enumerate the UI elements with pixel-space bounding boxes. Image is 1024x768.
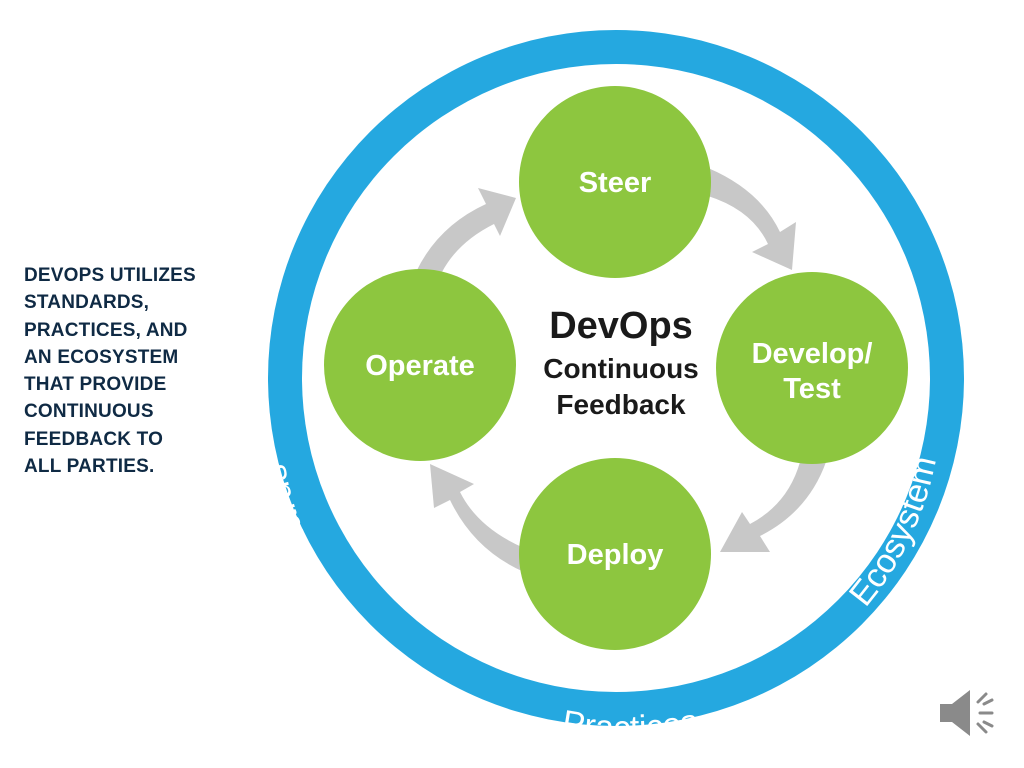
center-title: DevOps bbox=[549, 305, 693, 347]
description-line: ALL PARTIES. bbox=[24, 456, 155, 478]
ring-label-practices: Practices bbox=[559, 702, 701, 747]
speaker-icon[interactable] bbox=[940, 690, 994, 736]
description-line: FEEDBACK TO bbox=[24, 428, 164, 450]
node-label-steer: Steer bbox=[579, 167, 652, 199]
center-line-continuous: Continuous bbox=[543, 353, 699, 384]
description-line: STANDARDS, bbox=[24, 292, 150, 314]
description-line: DEVOPS UTILIZES bbox=[24, 265, 196, 286]
description-text: DEVOPS UTILIZES STANDARDS, PRACTICES, AN… bbox=[24, 262, 254, 480]
node-label-test: Test bbox=[783, 373, 841, 405]
arrow-operate-to-steer-icon bbox=[416, 188, 516, 272]
node-deploy bbox=[519, 458, 711, 650]
arrow-deploy-to-operate-icon bbox=[430, 464, 524, 572]
node-operate bbox=[324, 269, 516, 461]
node-label-develop: Develop/ bbox=[752, 338, 873, 370]
description-line: AN ECOSYSTEM bbox=[24, 346, 179, 368]
arrow-develop-to-deploy-icon bbox=[720, 462, 826, 552]
arrow-steer-to-develop-icon bbox=[708, 168, 796, 270]
description-line: PRACTICES, AND bbox=[24, 319, 188, 341]
center-line-feedback: Feedback bbox=[556, 389, 686, 420]
description-line: THAT PROVIDE bbox=[24, 374, 167, 396]
node-label-deploy: Deploy bbox=[567, 539, 664, 571]
description-line: CONTINUOUS bbox=[24, 401, 154, 423]
node-steer bbox=[519, 86, 711, 278]
node-develop-test bbox=[716, 272, 908, 464]
node-label-operate: Operate bbox=[365, 350, 475, 382]
